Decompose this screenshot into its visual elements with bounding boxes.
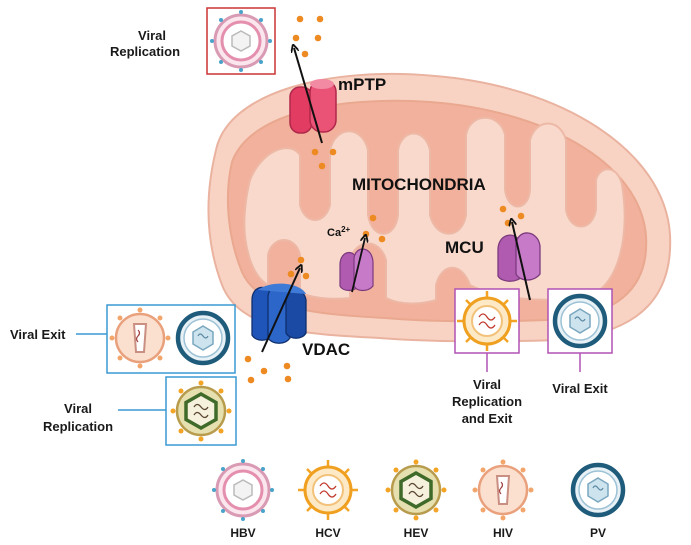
pv-virus-icon [178, 313, 228, 363]
calcium-label: Ca2+ [327, 225, 351, 239]
annotation-right-rep-line2: Replication [452, 394, 522, 409]
legend-hcv-icon [296, 458, 360, 522]
legend-hiv-icon [471, 458, 535, 522]
mptp-arrow [294, 48, 323, 144]
legend: HBV HCV HEV HIV PV [210, 457, 623, 540]
mptp-channel [289, 79, 337, 134]
legend-label-hev: HEV [404, 526, 429, 540]
annotation-right-rep-line1: Viral [473, 377, 501, 392]
pv-virus-icon-right [555, 296, 605, 346]
mcu-channel [497, 232, 541, 282]
mcu-arrow [512, 222, 531, 301]
annotation-left-exit: Viral Exit [10, 327, 66, 342]
hiv-virus-icon [108, 306, 172, 370]
annotation-left-rep-line2: Replication [43, 419, 113, 434]
annotation-top-left-line1: Viral [138, 28, 166, 43]
mitochondria-label: MITOCHONDRIA [352, 175, 486, 194]
hev-virus-icon [168, 378, 234, 444]
hcv-virus-icon [455, 289, 519, 353]
calcium-inner-arrow [351, 238, 365, 293]
legend-label-hiv: HIV [493, 526, 513, 540]
vdac-label: VDAC [302, 340, 350, 359]
legend-label-hcv: HCV [315, 526, 340, 540]
mcu-channel-inner [339, 248, 374, 292]
legend-label-hbv: HBV [230, 526, 255, 540]
annotation-top-left-line2: Replication [110, 44, 180, 59]
legend-label-pv: PV [590, 526, 606, 540]
hbv-virus-icon [208, 8, 274, 74]
calcium-ions [244, 15, 525, 384]
annotation-left-rep-line1: Viral [64, 401, 92, 416]
legend-hev-icon [383, 457, 449, 523]
mptp-label: mPTP [338, 75, 386, 94]
annotation-right-exit: Viral Exit [552, 381, 608, 396]
annotation-right-rep-line3: and Exit [462, 411, 513, 426]
legend-hbv-icon [210, 457, 276, 523]
legend-pv-icon [573, 465, 623, 515]
mcu-label: MCU [445, 238, 484, 257]
vdac-arrow [261, 268, 300, 353]
